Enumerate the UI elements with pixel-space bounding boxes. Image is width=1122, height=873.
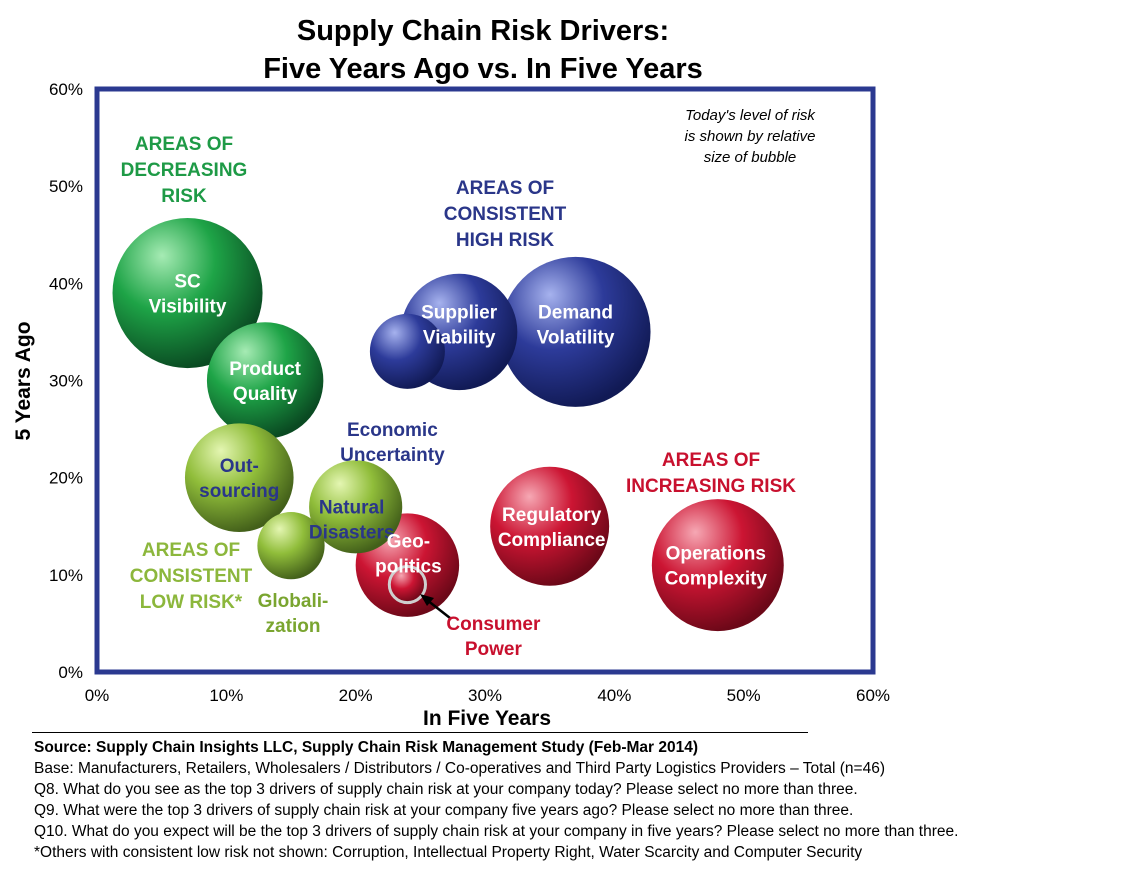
y-axis-label: 5 Years Ago — [12, 321, 35, 440]
area-labels: AREAS OF DECREASING RISK AREAS OF CONSISTENT… — [121, 134, 797, 613]
size-note: Today's level of risk is shown by relativ… — [685, 107, 817, 166]
y-tick-label: 30% — [49, 372, 83, 391]
bubble-label: Consumer — [446, 614, 541, 635]
y-tick-label: 0% — [58, 663, 83, 682]
consumer-power-arrow — [420, 594, 451, 619]
x-tick-label: 0% — [85, 686, 110, 705]
x-tick-label: 60% — [856, 686, 890, 705]
area-label: DECREASING — [121, 160, 248, 181]
size-note-line: Today's level of risk — [685, 107, 816, 124]
bubble-label: Disasters — [309, 522, 395, 543]
y-tick-label: 60% — [49, 80, 83, 99]
footer-q10: Q10. What do you expect will be the top … — [34, 823, 959, 840]
bubble — [112, 218, 263, 369]
y-tick-label: 10% — [49, 566, 83, 585]
bubble — [490, 466, 610, 586]
bubble — [206, 322, 324, 439]
bubble-label: Complexity — [665, 569, 768, 590]
bubble-label: Geo- — [387, 532, 430, 553]
bubble — [309, 460, 403, 554]
bubble-label: Demand — [538, 302, 613, 323]
bubble-label: Supplier — [421, 302, 498, 323]
x-tick-label: 10% — [209, 686, 243, 705]
x-tick-label: 30% — [468, 686, 502, 705]
area-label: INCREASING RISK — [626, 476, 796, 497]
bubble-label: SC — [174, 272, 201, 293]
footer-others: *Others with consistent low risk not sho… — [34, 844, 863, 861]
footer-q8: Q8. What do you see as the top 3 drivers… — [34, 781, 858, 798]
bubble-label: sourcing — [199, 481, 279, 502]
bubble-label: Regulatory — [502, 505, 602, 526]
bubble-label: Quality — [233, 384, 298, 405]
area-label: RISK — [161, 186, 207, 207]
y-tick-label: 20% — [49, 469, 83, 488]
footer-base: Base: Manufacturers, Retailers, Wholesal… — [34, 760, 885, 777]
area-label: AREAS OF — [142, 540, 240, 561]
x-tick-label: 40% — [597, 686, 631, 705]
bubble — [651, 499, 784, 632]
bubble-label: Compliance — [498, 530, 606, 551]
size-note-line: size of bubble — [704, 149, 797, 166]
bubble-label: Visibility — [149, 297, 227, 318]
bubble-label: Power — [465, 639, 523, 660]
y-axis-ticks: 0% 10% 20% 30% 40% 50% 60% — [49, 80, 83, 682]
bubble-label: Viability — [423, 327, 496, 348]
footer-source: Source: Supply Chain Insights LLC, Suppl… — [34, 739, 699, 756]
bubble-label: zation — [266, 616, 321, 637]
bubble — [184, 423, 294, 532]
bubble — [257, 512, 325, 580]
size-note-line: is shown by relative — [685, 128, 816, 145]
bubble-label: Globali- — [258, 591, 329, 612]
area-label: AREAS OF — [662, 450, 760, 471]
chart-title-line-2: Five Years Ago vs. In Five Years — [263, 53, 703, 85]
bubble-label: Product — [229, 359, 301, 380]
bubble-label: Economic — [347, 420, 438, 441]
y-tick-label: 50% — [49, 177, 83, 196]
bubble — [387, 564, 428, 605]
bubble-label: Uncertainty — [340, 445, 445, 466]
x-tick-label: 50% — [727, 686, 761, 705]
chart-title-line-1: Supply Chain Risk Drivers: — [297, 15, 669, 47]
bubble-label: Operations — [666, 544, 766, 565]
x-axis-ticks: 0% 10% 20% 30% 40% 50% 60% — [85, 686, 890, 705]
area-label: HIGH RISK — [456, 230, 554, 251]
area-label: AREAS OF — [135, 134, 233, 155]
x-tick-label: 20% — [339, 686, 373, 705]
bubble — [500, 256, 651, 407]
bubbles — [112, 218, 784, 632]
footer-notes: Source: Supply Chain Insights LLC, Suppl… — [34, 737, 1114, 863]
bubble-label: Out- — [220, 456, 259, 477]
footer-rule — [32, 732, 808, 733]
bubble-chart: Supply Chain Risk Drivers: Five Years Ag… — [12, 15, 890, 730]
bubble-label: Natural — [319, 497, 384, 518]
bubble-label: Volatility — [537, 327, 615, 348]
bubble — [369, 313, 445, 389]
bubble-label: politics — [375, 557, 442, 578]
area-label: LOW RISK* — [140, 592, 243, 613]
area-label: AREAS OF — [456, 178, 554, 199]
area-label: CONSISTENT — [444, 204, 567, 225]
bubble-labels: SC VisibilityProductQualityOut-sourcingNa… — [149, 272, 768, 661]
y-tick-label: 40% — [49, 274, 83, 293]
footer-q9: Q9. What were the top 3 drivers of suppl… — [34, 802, 854, 819]
x-axis-label: In Five Years — [423, 707, 551, 730]
area-label: CONSISTENT — [130, 566, 253, 587]
